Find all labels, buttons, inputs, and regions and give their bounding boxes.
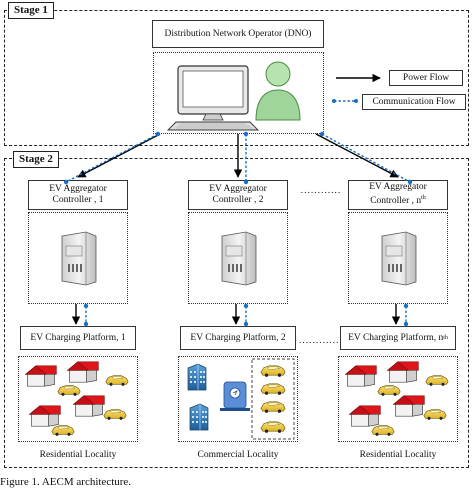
server-icon [61,231,97,286]
dno-power-flows [77,133,399,178]
server-icon [381,231,417,286]
ev-car-icon [377,385,401,396]
legend-communication-arrow [332,99,358,103]
legend-communication-label: Communication Flow [362,94,466,110]
platform-ellipsis: ............ [299,336,340,346]
residential-scene-n [345,361,449,436]
server-icon [221,231,257,286]
dno-communication-endpoints [63,131,413,185]
aggregator-communication-endpoints [83,303,409,327]
ev-car-icon [103,409,127,420]
house-icon [73,395,105,417]
platform-n-text: EV Charging Platform, n [348,332,444,343]
locality-1-label: Residential Locality [39,450,117,460]
residential-scene-1 [25,361,129,436]
legend-power-label: Power Flow [389,70,463,86]
office-building-icon [187,363,207,391]
operator-person-icon [255,61,301,121]
aggregator-communication-flows [85,306,407,324]
ev-car-icon [260,401,286,413]
aggregator-1-line2: Controller , 1 [52,195,104,205]
ev-car-icon [423,409,447,420]
stage1-label: Stage 1 [8,2,54,19]
locality-2-label: Commercial Locality [197,450,279,460]
dno-title: Distribution Network Operator (DNO) [152,20,324,48]
aggregator-2-label: EV Aggregator Controller , 2 [188,180,288,210]
commercial-scene [187,358,295,440]
ev-car-icon [260,421,286,433]
aggregator-n-line1: EV Aggregator [369,182,427,193]
office-building-icon [189,403,209,431]
house-icon [393,395,425,417]
aggregator-ellipsis: ............ [300,186,342,196]
ev-car-icon [51,425,75,436]
platform-n-sup: th [443,334,448,341]
aggregator-2-line1: EV Aggregator [209,184,267,194]
house-icon [25,365,57,387]
platform-2-label: EV Charging Platform, 2 [180,326,296,350]
platform-1-label: EV Charging Platform, 1 [20,326,136,350]
aggregator-1-label: EV Aggregator Controller , 1 [28,180,128,210]
aggregator-2-line2: Controller , 2 [212,195,264,205]
stage1-region [4,10,469,146]
ev-car-icon [57,385,81,396]
house-icon [29,405,61,427]
ev-car-icon [425,375,449,386]
aggregator-n-sup: th [421,195,426,202]
aggregator-1-line1: EV Aggregator [49,184,107,194]
dno-communication-flows [65,133,411,183]
aggregator-2-server-box [188,212,288,304]
stage2-region [4,158,469,468]
locality-n-label: Residential Locality [359,450,437,460]
aggregator-n-line2: Controller , n [370,196,422,207]
aggregator-n-label: EV Aggregator Controller , nth [348,180,448,210]
aggregator-power-flows [71,304,401,325]
ev-car-icon [260,365,286,377]
stage2-label: Stage 2 [13,151,59,168]
figure-caption: Figure 1. AECM architecture. [0,476,132,488]
house-icon [387,361,419,383]
ev-car-icon [260,383,286,395]
computer-icon [166,65,260,131]
house-icon [349,405,381,427]
house-icon [345,365,377,387]
ev-car-icon [105,375,129,386]
house-icon [67,361,99,383]
charging-station-icon [220,381,250,411]
ev-car-icon [371,425,395,436]
